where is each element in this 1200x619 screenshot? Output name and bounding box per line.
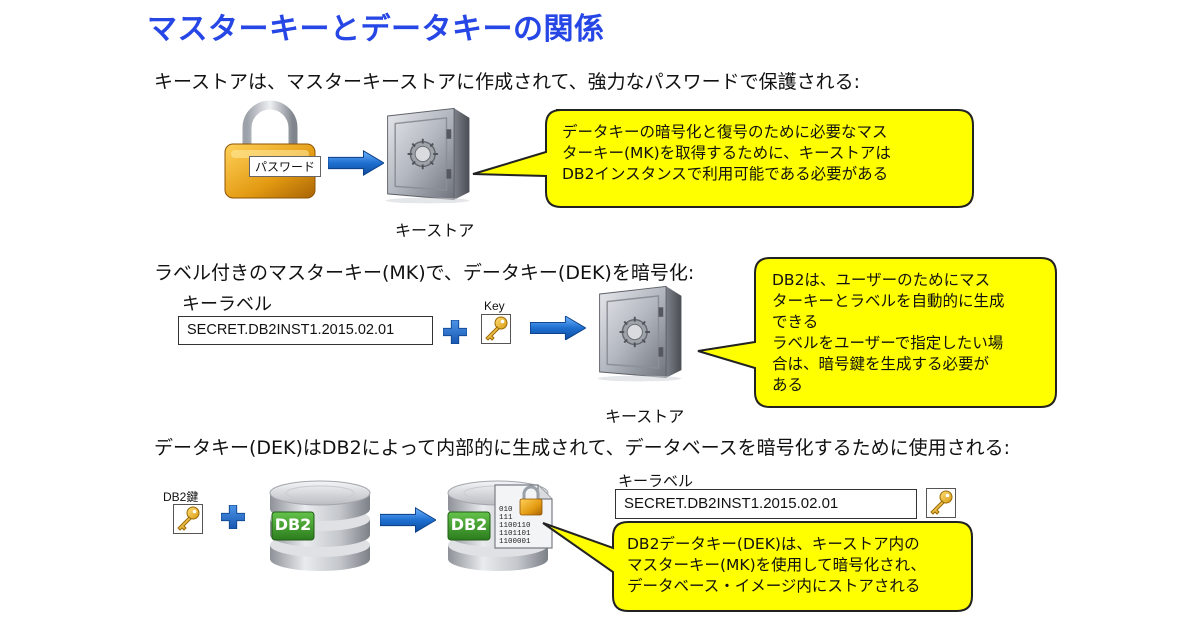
password-tag: パスワード: [249, 156, 322, 177]
callout-line: ターキー(MK)を取得するために、キーストアは: [562, 144, 891, 162]
callout-line: データキーの暗号化と復号のために必要なマス: [562, 123, 888, 141]
binary-line: 010: [499, 506, 513, 514]
callout-2: [697, 257, 1057, 408]
callout-3: [542, 521, 973, 612]
callout-3-text: DB2データキー(DEK)は、キーストア内の マスターキー(MK)を使用して暗号…: [627, 534, 926, 597]
callout-line: DB2は、ユーザーのためにマス: [772, 271, 991, 289]
key-label-value: SECRET.DB2INST1.2015.02.01: [615, 489, 917, 519]
binary-line: 111: [499, 514, 513, 522]
callout-line: ターキーとラベルを自動的に生成: [772, 292, 1005, 310]
callout-line: マスターキー(MK)を使用して暗号化され、: [627, 556, 926, 574]
arrow-right-icon: [380, 507, 436, 533]
arrow-right-icon: [530, 316, 586, 340]
callout-2-text: DB2は、ユーザーのためにマス ターキーとラベルを自動的に生成 できる ラベルを…: [772, 270, 1005, 396]
safe-icon: [384, 107, 471, 204]
callout-line: DB2データキー(DEK)は、キーストア内の: [627, 535, 920, 553]
encrypted-file-icon: [494, 484, 553, 549]
page-title: マスターキーとデータキーの関係: [147, 12, 605, 47]
callout-line: DB2インスタンスで利用可能である必要がある: [562, 165, 889, 183]
binary-line: 1101101: [499, 530, 531, 538]
callout-line: できる: [772, 313, 819, 331]
keystore-caption: キーストア: [605, 407, 685, 426]
key-icon: [173, 504, 203, 534]
section1-heading: キーストアは、マスターキーストアに作成されて、強力なパスワードで保護される:: [154, 71, 860, 93]
callout-line: ある: [772, 376, 804, 394]
db2-key-caption: DB2鍵: [163, 490, 199, 504]
key-label-value: SECRET.DB2INST1.2015.02.01: [178, 316, 433, 345]
callout-1: [472, 109, 974, 208]
key-icon: [481, 314, 511, 344]
key-label-title: キーラベル: [182, 294, 272, 315]
db2-badge-label: DB2: [274, 515, 312, 534]
key-icon: [926, 488, 956, 518]
plus-icon: [221, 505, 245, 529]
callout-line: ラベルをユーザーで指定したい場: [772, 334, 1004, 352]
binary-line: 1100110: [499, 522, 531, 530]
padlock-icon: [224, 100, 316, 199]
section3-heading: データキー(DEK)はDB2によって内部的に生成されて、データベースを暗号化する…: [154, 437, 1011, 459]
binary-text: 010 111 1100110 1101101 1100001: [499, 506, 531, 546]
safe-icon: [596, 285, 683, 382]
db2-badge: [271, 511, 315, 541]
section2-heading: ラベル付きのマスターキー(MK)で、データキー(DEK)を暗号化:: [154, 262, 695, 284]
key-caption: Key: [484, 299, 505, 313]
callout-line: 合は、暗号鍵を生成する必要が: [772, 355, 990, 373]
arrow-right-icon: [328, 150, 384, 176]
callout-1-text: データキーの暗号化と復号のために必要なマス ターキー(MK)を取得するために、キ…: [562, 122, 891, 185]
binary-line: 1100001: [499, 538, 531, 546]
db2-badge: [447, 511, 491, 541]
callout-line: データベース・イメージ内にストアされる: [627, 577, 921, 595]
keystore-caption: キーストア: [395, 221, 475, 240]
plus-icon: [443, 320, 467, 344]
key-label-title: キーラベル: [618, 473, 694, 490]
db2-badge-label: DB2: [450, 515, 488, 534]
